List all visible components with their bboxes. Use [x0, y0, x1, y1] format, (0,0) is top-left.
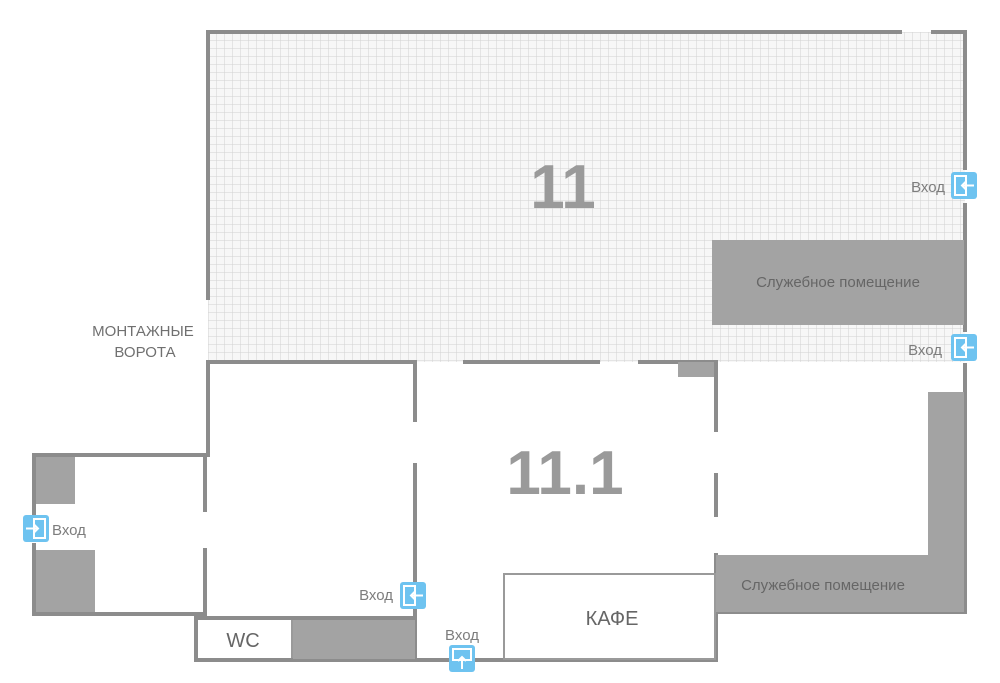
entrance-left-label: Вход — [52, 522, 86, 539]
service-room-bottom-label: Служебное помещение — [741, 577, 905, 594]
entrance-icon — [449, 645, 475, 672]
entrance-center-label: Вход — [359, 587, 393, 604]
wc-label: WC — [226, 630, 259, 652]
left-annex-block-top — [36, 457, 75, 504]
entrance-icon — [23, 515, 49, 542]
service-room-bottom[interactable]: Служебное помещение — [716, 392, 964, 612]
hall-11-walls — [206, 30, 967, 614]
entrance-icon — [400, 582, 426, 609]
service-room-top-label: Служебное помещение — [756, 274, 920, 291]
cafe-label: КАФЕ — [586, 608, 639, 630]
entrance-icon — [951, 172, 977, 199]
entrance-right-top[interactable]: Вход — [911, 172, 977, 199]
entrance-left[interactable]: Вход — [23, 515, 86, 542]
entrance-center[interactable]: Вход — [359, 582, 426, 609]
entrance-icon — [951, 334, 977, 361]
entrance-right-mid[interactable]: Вход — [908, 334, 977, 361]
gate-line-2: ВОРОТА — [114, 344, 175, 361]
left-annex-block-bottom — [36, 550, 95, 612]
service-room-top[interactable]: Служебное помещение — [712, 240, 964, 325]
hall-11-1-label: 11.1 — [506, 439, 623, 508]
small-utility-block — [678, 362, 714, 377]
entrance-right-top-label: Вход — [911, 179, 945, 196]
entrance-bottom-label: Вход — [445, 627, 479, 644]
hall-11-label: 11 — [530, 153, 596, 222]
partition-walls — [32, 360, 967, 662]
wc-room[interactable]: WC — [226, 620, 293, 658]
mounting-gate-label: МОНТАЖНЫЕ ВОРОТА — [92, 323, 194, 361]
gate-line-1: МОНТАЖНЫЕ — [92, 323, 194, 340]
wc-adjacent-block — [293, 620, 415, 659]
entrance-bottom[interactable]: Вход — [445, 627, 479, 672]
entrance-right-mid-label: Вход — [908, 342, 942, 359]
cafe-room[interactable]: КАФЕ — [503, 573, 716, 660]
